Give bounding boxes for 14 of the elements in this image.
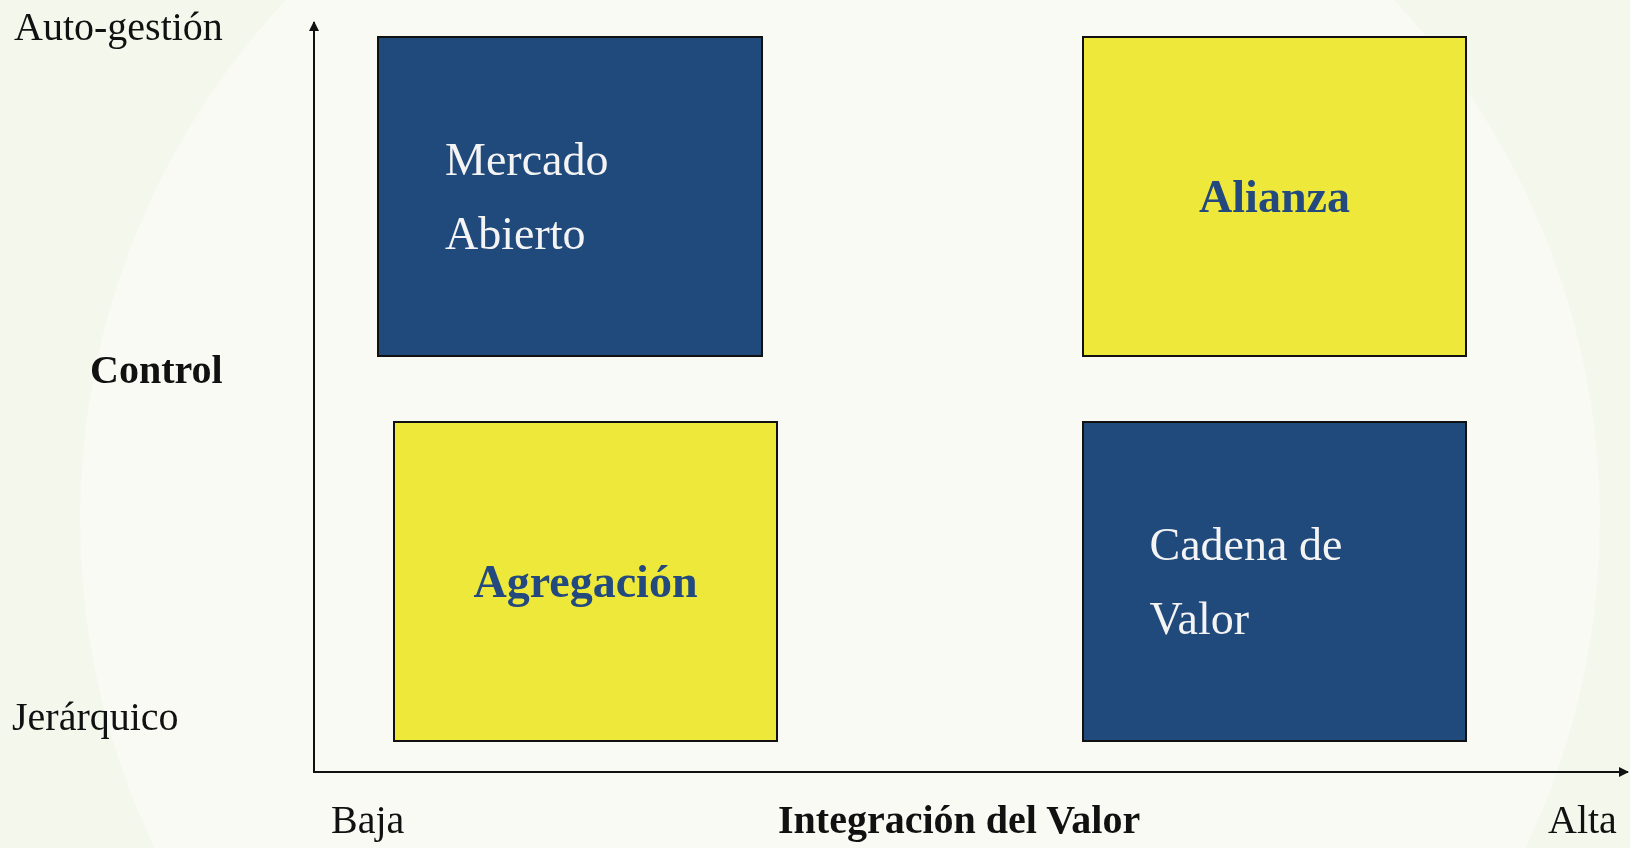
quadrant-label: Alianza	[1199, 169, 1350, 224]
axis-title: Control	[90, 347, 223, 393]
axis-title: Integración del Valor	[778, 797, 1141, 843]
quadrant-label: Cadena de Valor	[1149, 517, 1344, 646]
axis-end-label: Jerárquico	[12, 694, 179, 740]
quadrant-box	[393, 421, 778, 742]
quadrant-label: Agregación	[473, 554, 698, 609]
quadrant-box	[1082, 421, 1467, 742]
axis-end-label: Baja	[331, 797, 405, 843]
quadrant-box	[1082, 36, 1467, 357]
quadrant-box	[377, 36, 763, 357]
quadrant-label: Mercado Abierto	[445, 132, 610, 261]
axis-end-label: Alta	[1548, 797, 1617, 843]
axis-end-label: Auto-gestión	[14, 4, 223, 50]
